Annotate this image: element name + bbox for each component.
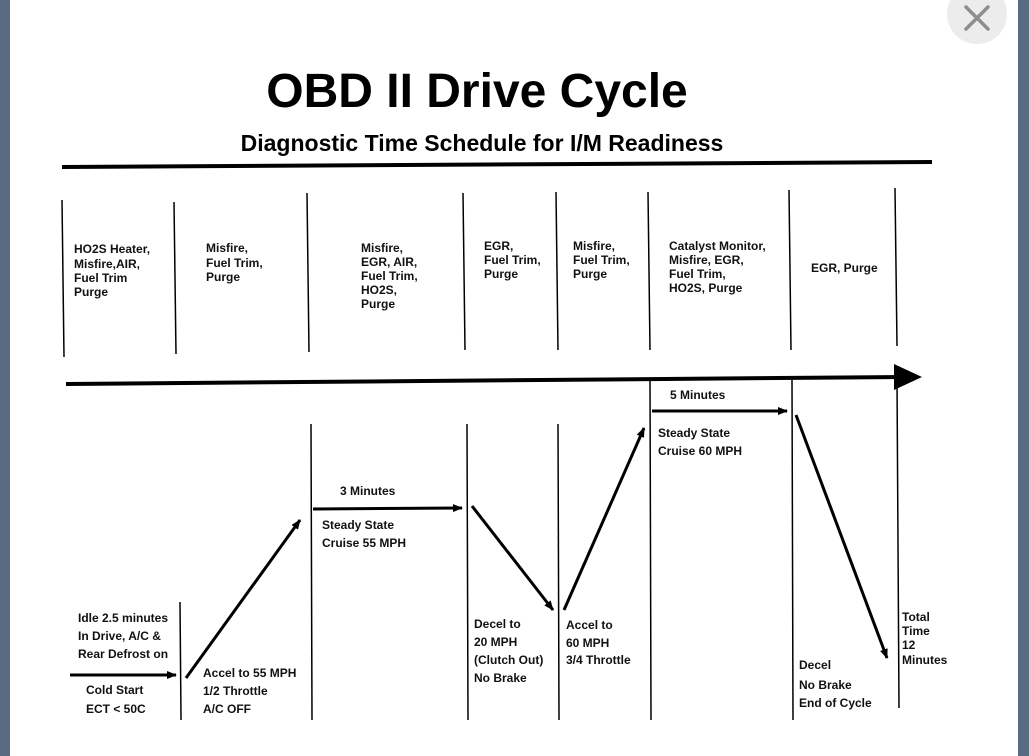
monitor-line: Catalyst Monitor, <box>669 239 766 253</box>
accel-60-arrow <box>562 427 646 611</box>
monitor-line: Misfire, <box>573 239 615 253</box>
monitor-column-2: Misfire, Fuel Trim, Purge <box>206 241 263 284</box>
monitor-line: EGR, Purge <box>811 261 878 275</box>
monitor-line: Purge <box>206 270 240 284</box>
svg-text:Decel: Decel <box>799 658 831 672</box>
monitor-line: Purge <box>74 285 108 299</box>
svg-text:12: 12 <box>902 638 916 652</box>
accel-60-label: Accel to 60 MPH 3/4 Throttle <box>566 618 631 667</box>
monitor-line: Misfire,AIR, <box>74 257 140 271</box>
svg-text:No Brake: No Brake <box>799 678 852 692</box>
svg-text:Cruise 55 MPH: Cruise 55 MPH <box>322 536 406 550</box>
close-icon <box>964 5 990 31</box>
monitor-column-4: EGR, Fuel Trim, Purge <box>484 239 541 281</box>
svg-text:Time: Time <box>902 624 930 638</box>
decel-end-label: Decel No Brake End of Cycle <box>799 658 872 710</box>
monitor-line: Fuel Trim, <box>361 269 418 283</box>
monitor-column-6: Catalyst Monitor, Misfire, EGR, Fuel Tri… <box>669 239 766 295</box>
header-rule <box>61 160 933 169</box>
svg-text:Decel to: Decel to <box>474 617 521 631</box>
svg-text:No Brake: No Brake <box>474 671 527 685</box>
monitor-line: HO2S, <box>361 283 397 297</box>
timeline-arrow <box>65 375 901 386</box>
drive-cycle-diagram: OBD II Drive Cycle Diagnostic Time Sched… <box>61 65 948 721</box>
monitor-line: HO2S, Purge <box>669 281 743 295</box>
cruise-55-arrow <box>312 504 463 513</box>
svg-text:Cold Start: Cold Start <box>86 683 143 697</box>
monitor-dividers <box>61 187 898 358</box>
svg-text:A/C OFF: A/C OFF <box>203 702 251 716</box>
svg-text:Minutes: Minutes <box>902 653 948 667</box>
step-dividers <box>179 379 900 721</box>
svg-text:Idle 2.5 minutes: Idle 2.5 minutes <box>78 611 168 625</box>
cold-start-label: Cold Start ECT < 50C <box>86 683 146 716</box>
svg-text:Steady State: Steady State <box>322 518 394 532</box>
monitor-line: Purge <box>484 267 518 281</box>
monitor-line: Misfire, <box>361 241 403 255</box>
monitor-line: Misfire, <box>206 241 248 255</box>
diagram-title: OBD II Drive Cycle <box>266 65 688 118</box>
svg-text:ECT < 50C: ECT < 50C <box>86 702 146 716</box>
svg-text:60 MPH: 60 MPH <box>566 636 609 650</box>
svg-text:In Drive, A/C &: In Drive, A/C & <box>78 629 161 643</box>
monitor-line: Fuel Trim, <box>206 256 263 270</box>
monitor-line: HO2S Heater, <box>74 242 150 256</box>
monitor-line: Fuel Trim <box>74 271 127 285</box>
svg-text:Total: Total <box>902 610 930 624</box>
accel-55-arrow <box>184 519 302 679</box>
monitor-line: Fuel Trim, <box>573 253 630 267</box>
monitor-line: Fuel Trim, <box>484 253 541 267</box>
monitor-line: Purge <box>573 267 607 281</box>
cruise-60-label: Steady State Cruise 60 MPH <box>658 426 742 458</box>
cruise-55-label: Steady State Cruise 55 MPH <box>322 518 406 550</box>
diagram-subtitle: Diagnostic Time Schedule for I/M Readine… <box>241 130 724 156</box>
monitor-line: EGR, AIR, <box>361 255 417 269</box>
monitor-line: Fuel Trim, <box>669 267 726 281</box>
svg-text:Cruise 60 MPH: Cruise 60 MPH <box>658 444 742 458</box>
duration-3-minutes: 3 Minutes <box>340 484 396 498</box>
svg-text:1/2 Throttle: 1/2 Throttle <box>203 684 268 698</box>
speed-profile <box>70 407 889 679</box>
svg-text:3/4 Throttle: 3/4 Throttle <box>566 653 631 667</box>
duration-5-minutes: 5 Minutes <box>670 388 726 402</box>
monitor-line: Misfire, EGR, <box>669 253 744 267</box>
accel-55-label: Accel to 55 MPH 1/2 Throttle A/C OFF <box>203 666 296 716</box>
svg-text:20 MPH: 20 MPH <box>474 635 517 649</box>
svg-text:Accel to: Accel to <box>566 618 613 632</box>
monitor-column-5: Misfire, Fuel Trim, Purge <box>573 239 630 281</box>
monitor-line: EGR, <box>484 239 513 253</box>
svg-text:End of Cycle: End of Cycle <box>799 696 872 710</box>
svg-text:(Clutch Out): (Clutch Out) <box>474 653 543 667</box>
decel-20-arrow <box>470 505 555 611</box>
monitor-column-7: EGR, Purge <box>811 261 878 275</box>
decel-end-arrow <box>794 414 889 659</box>
svg-text:Accel to 55 MPH: Accel to 55 MPH <box>203 666 296 680</box>
monitor-column-1: HO2S Heater, Misfire,AIR, Fuel Trim Purg… <box>74 242 150 299</box>
monitor-line: Purge <box>361 297 395 311</box>
svg-text:Rear Defrost on: Rear Defrost on <box>78 647 168 661</box>
document-viewer: OBD II Drive Cycle Diagnostic Time Sched… <box>10 0 1018 756</box>
idle-label: Idle 2.5 minutes In Drive, A/C & Rear De… <box>78 611 168 661</box>
monitor-column-3: Misfire, EGR, AIR, Fuel Trim, HO2S, Purg… <box>361 241 418 311</box>
decel-20-label: Decel to 20 MPH (Clutch Out) No Brake <box>474 617 543 685</box>
timeline-arrowhead <box>894 364 922 390</box>
total-time-label: Total Time 12 Minutes <box>902 610 948 667</box>
svg-text:Steady State: Steady State <box>658 426 730 440</box>
